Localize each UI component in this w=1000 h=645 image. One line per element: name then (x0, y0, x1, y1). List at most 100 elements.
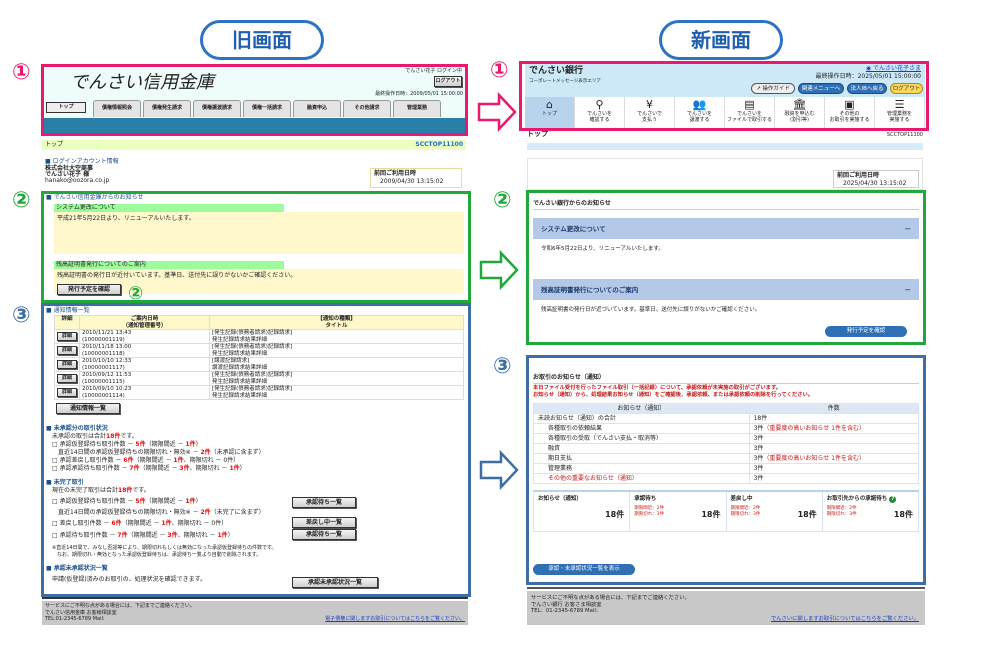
returned-list-button[interactable]: 差戻し中一覧 (292, 517, 356, 528)
user-link[interactable]: ◉ でんさい花子さま (866, 65, 921, 73)
count-value: 6件 (123, 457, 134, 464)
issue-schedule-button[interactable]: 発行予定を確認 (57, 284, 121, 295)
count-value: 3件 (753, 464, 764, 472)
count-cell: 3件 (748, 473, 920, 484)
tab-item[interactable]: 債権情報照会 (93, 100, 141, 117)
detail-button[interactable]: 詳細 (57, 360, 77, 369)
tab-item[interactable]: 融資申込 (293, 100, 341, 117)
approval-status-list-button[interactable]: 承認・未承認状況一覧を表示 (533, 564, 635, 575)
pending-approval-list-button[interactable]: 承認待ち一覧 (292, 497, 356, 508)
approval-wait-list-button[interactable]: 承認待ち一覧 (292, 529, 356, 540)
deadline-expired: 期限切れ：3件 (634, 511, 665, 517)
status-text: ） (227, 532, 234, 539)
old-logout-button[interactable]: ログアウト (434, 76, 462, 87)
status-text: です。 (132, 487, 150, 494)
nav-item[interactable]: 👥でんさいを 譲渡する (675, 97, 725, 128)
new-info-bar (527, 143, 923, 150)
tab-item[interactable]: 債権譲渡請求 (193, 100, 241, 117)
status-text: □ 承認差戻し取引件数 － (52, 457, 124, 464)
nav-label: 管理業務を 実施する (886, 111, 912, 123)
breadcrumb: トップ (45, 141, 64, 148)
detail-button[interactable]: 詳細 (57, 388, 77, 397)
arrow-right-icon (479, 250, 519, 290)
nav-item[interactable]: ⚲でんさいを 確認する (575, 97, 625, 128)
notice-accordion-header[interactable]: システム更改について－ (533, 218, 919, 239)
column-header: 【通知の種類】 タイトル (209, 315, 464, 330)
marker-2-new: ② (493, 188, 512, 213)
notification-list-button[interactable]: 通知情報一覧 (56, 403, 120, 414)
notice-date: 2010/11/21 13:43 (82, 330, 132, 336)
detail-button[interactable]: 詳細 (57, 332, 77, 341)
nav-item[interactable]: ▣その他の お取引を実施する (825, 97, 875, 128)
status-line: □ 差戻し取引件数 － 6件（期限間近 － 1件、期限切れ － 0件） (52, 520, 464, 528)
status-line: 直近14日間の承認仮登録待ちの期限切れ・無効※ － 2件（未承認に含まず） (52, 449, 464, 457)
new-bank-logo: でんさい銀行 (529, 66, 584, 76)
admin-icon: ☰ (894, 98, 905, 111)
tab-item[interactable]: 管理業務 (393, 100, 441, 117)
status-text: 直近14日間の承認仮登録待ちの期限切れ・無効※ － (52, 509, 201, 516)
status-text: ） (239, 465, 246, 472)
nav-label: 融資を申込む (割引等) (784, 111, 815, 123)
tab-item[interactable]: 債権一括請求 (243, 100, 291, 117)
detail-button[interactable]: 詳細 (57, 346, 77, 355)
notice-category: 各種取引の受取（でんさい支払・取消等） (533, 433, 750, 444)
collapse-icon[interactable]: － (904, 285, 912, 294)
new-logout-button[interactable]: ログアウト (890, 83, 923, 94)
back-to-ib-button[interactable]: 法人IBへ戻る (847, 83, 887, 94)
user-icon: ◉ (865, 65, 873, 72)
footer-contact: サービスにご不明な点がある場合には、下記までご連絡ください。 でんさい銀行 お客… (531, 595, 690, 614)
summary-card[interactable]: お知らせ（通知）18件 (534, 492, 631, 532)
nav-label: でんさいを ファイルで取引する (726, 111, 772, 123)
old-approval-status-list: ■ 承認未承認状況一覧 申請(仮登録)済みのお取引の、処理状況を確認できます。 (46, 565, 464, 584)
new-notices: でんさい銀行からのお知らせ システム更改について－ 令和6年5月22日より、リニ… (533, 200, 919, 320)
operation-guide-button[interactable]: ↗ 操作ガイド (751, 83, 795, 94)
footer-contact: サービスにご不明な点がある場合には、下記までご連絡ください。 でんさい信用金庫 … (45, 603, 195, 622)
notice-body-text: 残高証明書の発行日が近付いています。基準日、送付先に誤りがないかご確認ください。 (57, 272, 297, 279)
nav-label: でんさいを 確認する (586, 111, 612, 123)
count-cell: 3件（重要度の高いお知らせ 1件を含む） (748, 453, 920, 464)
nav-item[interactable]: 🏛融資を申込む (割引等) (775, 97, 825, 128)
help-icon[interactable]: ? (889, 496, 897, 503)
tab-item[interactable]: その他請求 (343, 100, 391, 117)
collapse-icon[interactable]: － (904, 224, 912, 233)
external-link-icon: ↗ (756, 86, 763, 92)
notice-category: 融資 (533, 443, 750, 454)
count-value: 1件 (161, 520, 172, 527)
column-header: 詳細 (54, 315, 80, 330)
last-login-value: 2025/04/30 13:15:02 (843, 180, 907, 187)
nav-item[interactable]: ☰管理業務を 実施する (875, 97, 925, 128)
notifications-heading: 通知情報一覧 (53, 307, 90, 314)
count-value: 3件 (753, 444, 764, 452)
notice-category[interactable]: その他の重要なお知らせ（通知） (533, 473, 750, 484)
nav-item[interactable]: ▤でんさいを ファイルで取引する (725, 97, 775, 128)
issue-schedule-button[interactable]: 発行予定を確認 (825, 326, 907, 337)
footer-link[interactable]: 電子債権に関しますお取引についてはこちらをご覧ください。 (325, 615, 465, 622)
notice-accordion-header[interactable]: 残高証明書発行についてのご案内－ (533, 279, 919, 300)
card-title: お取引先からの承諾待ち? (827, 495, 914, 503)
tab-top[interactable]: トップ (46, 102, 86, 113)
card-title: お知らせ（通知） (538, 495, 625, 503)
notice-category: 各種取引の依頼結果 (533, 423, 750, 434)
nav-item[interactable]: ¥でんさいで 支払う (625, 97, 675, 128)
nav-label: でんさいを 譲渡する (686, 111, 712, 123)
related-menu-button[interactable]: 関連メニューへ (798, 83, 844, 94)
notice-id: (10000001117) (82, 364, 125, 371)
type-cell: [発生記録(債務者請求)記録請求]発生記録請求結果詳細 (209, 371, 464, 386)
notice-title: システム更改について (54, 204, 284, 212)
count-cell: 3件 (748, 433, 920, 444)
card-title-text: お知らせ（通知） (538, 496, 582, 502)
marker-1-old: ① (12, 60, 31, 85)
column-header: ご案内日時 （通知管理番号） (79, 315, 210, 330)
detail-button[interactable]: 詳細 (57, 374, 77, 383)
count-value: 3件 (753, 434, 764, 442)
nav-item[interactable]: ⌂トップ (525, 97, 575, 128)
nav-label: でんさいで 支払う (637, 111, 662, 123)
tab-item[interactable]: 債権発生請求 (143, 100, 191, 117)
deadline-near: 期限間近：2件 (634, 506, 665, 511)
footer-link[interactable]: でんさいに関しますお取引についてはこちらをご覧ください。 (770, 615, 919, 622)
approval-status-list-button[interactable]: 承認未承認状況一覧 (292, 577, 378, 588)
